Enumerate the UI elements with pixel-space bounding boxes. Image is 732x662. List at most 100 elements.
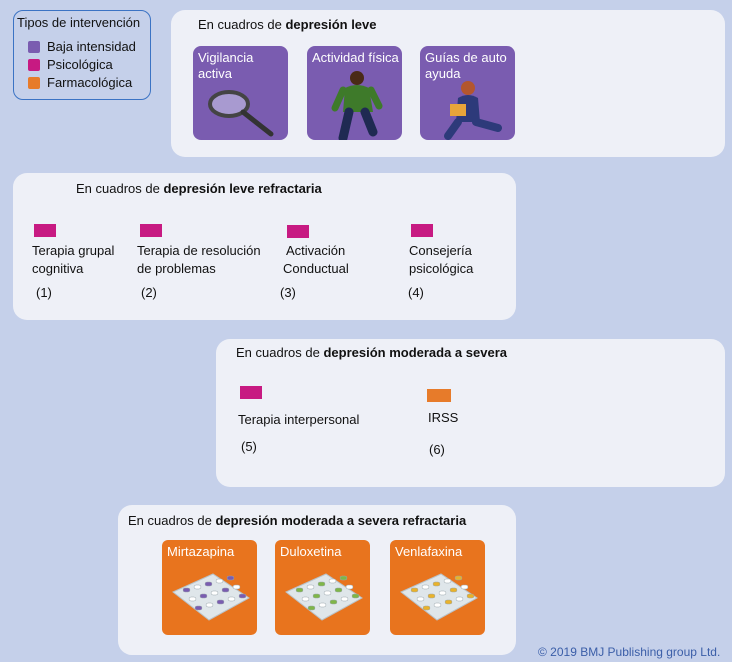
pill <box>444 599 453 605</box>
card-label: Vigilancia activa <box>198 50 253 82</box>
pill <box>210 590 219 596</box>
drug-card-mirtazapine: Mirtazapina <box>162 540 257 635</box>
pill <box>329 599 338 605</box>
pill <box>351 593 360 599</box>
pill <box>432 581 441 587</box>
psychological-marker <box>34 224 56 237</box>
card-active-monitoring: Vigilancia activa <box>193 46 288 140</box>
pill <box>182 587 191 593</box>
drug-card-venlafaxine: Venlafaxina <box>390 540 485 635</box>
section-heading: En cuadros de depresión moderada a sever… <box>236 345 507 360</box>
item-label-line: Conductual <box>283 261 349 276</box>
pill <box>226 575 235 581</box>
heading-bold: depresión moderada a severa refractaria <box>215 513 467 528</box>
pill <box>460 584 469 590</box>
card-label-line: Vigilancia <box>198 50 254 65</box>
pill <box>334 587 343 593</box>
card-label-line: Guías de auto <box>425 50 507 65</box>
reference-number: (5) <box>241 439 257 454</box>
card-label: Actividad física <box>312 50 399 66</box>
item-ssri: IRSS <box>428 410 459 425</box>
pill <box>421 584 430 590</box>
psychological-marker <box>140 224 162 237</box>
pill <box>340 596 349 602</box>
magnifying-glass-icon <box>208 90 274 137</box>
blister-tray <box>172 573 250 621</box>
pill <box>221 587 230 593</box>
psychological-marker <box>240 386 262 399</box>
psychological-swatch <box>28 58 40 71</box>
copyright-notice: © 2019 BMJ Publishing group Ltd. <box>538 645 721 659</box>
reference-number: (3) <box>280 285 296 300</box>
section-heading: En cuadros de depresión leve <box>198 17 377 32</box>
pill <box>345 584 354 590</box>
section-heading: En cuadros de depresión moderada a sever… <box>128 513 466 528</box>
card-label: Guías de auto ayuda <box>425 50 507 82</box>
pill <box>295 587 304 593</box>
pill <box>318 602 327 608</box>
item-problem-solving-therapy: Terapia de resolución de problemas <box>137 242 261 278</box>
pill <box>416 596 425 602</box>
pill <box>193 584 202 590</box>
person-reading-icon <box>444 81 502 140</box>
pill <box>454 575 463 581</box>
item-label-line: Consejería <box>409 243 472 258</box>
legend-label: Psicológica <box>47 57 113 72</box>
blister-tray <box>400 573 478 621</box>
card-label-line: Actividad física <box>312 50 399 65</box>
pill <box>323 590 332 596</box>
pill <box>205 602 214 608</box>
item-label-line: cognitiva <box>32 261 84 276</box>
card-label-line: activa <box>198 66 232 81</box>
legend-label: Baja intensidad <box>47 39 136 54</box>
pill <box>443 578 452 584</box>
pill <box>238 593 247 599</box>
pill <box>188 596 197 602</box>
pill-blister-icon <box>285 573 363 621</box>
item-psychological-counseling: Consejería psicológica <box>409 242 473 278</box>
heading-bold: depresión leve refractaria <box>163 181 322 196</box>
legend: Tipos de intervención Baja intensidad Ps… <box>13 10 151 100</box>
panel-mild-depression: En cuadros de depresión leve Vigilancia … <box>171 10 725 157</box>
legend-item-psychological: Psicológica <box>28 57 113 72</box>
pill-blister-icon <box>172 573 250 621</box>
drug-label: Duloxetina <box>280 544 342 559</box>
pill <box>199 593 208 599</box>
card-label-line: ayuda <box>425 66 461 81</box>
heading-bold: depresión moderada a severa <box>323 345 507 360</box>
pill-blister-icon <box>400 573 478 621</box>
reference-number: (4) <box>408 285 424 300</box>
reference-number: (2) <box>141 285 157 300</box>
pill <box>339 575 348 581</box>
pill <box>227 596 236 602</box>
pill <box>427 593 436 599</box>
legend-title: Tipos de intervención <box>17 15 141 30</box>
pill <box>232 584 241 590</box>
legend-label: Farmacológica <box>47 75 133 90</box>
low-intensity-swatch <box>28 40 40 53</box>
pill <box>422 605 431 611</box>
pill <box>317 581 326 587</box>
drug-label: Venlafaxina <box>395 544 463 559</box>
pill <box>466 593 475 599</box>
pill <box>455 596 464 602</box>
pill <box>204 581 213 587</box>
psychological-marker <box>411 224 433 237</box>
pill <box>410 587 419 593</box>
pill <box>433 602 442 608</box>
legend-item-pharmacological: Farmacológica <box>28 75 132 90</box>
heading-prefix: En cuadros de <box>128 513 216 528</box>
item-behavioral-activation: Activación Conductual <box>283 242 349 278</box>
card-physical-activity: Actividad física <box>307 46 402 140</box>
item-group-cognitive-therapy: Terapia grupal cognitiva <box>32 242 114 278</box>
heading-prefix: En cuadros de <box>76 181 164 196</box>
person-walking-icon <box>331 71 383 140</box>
pill <box>301 596 310 602</box>
psychological-marker <box>287 225 309 238</box>
pill <box>312 593 321 599</box>
reference-number: (6) <box>429 442 445 457</box>
pill <box>194 605 203 611</box>
panel-mild-refractory-depression: En cuadros de depresión leve refractaria… <box>13 173 516 320</box>
item-label-line: Activación <box>286 243 346 258</box>
item-label-line: Terapia de resolución <box>137 243 261 258</box>
